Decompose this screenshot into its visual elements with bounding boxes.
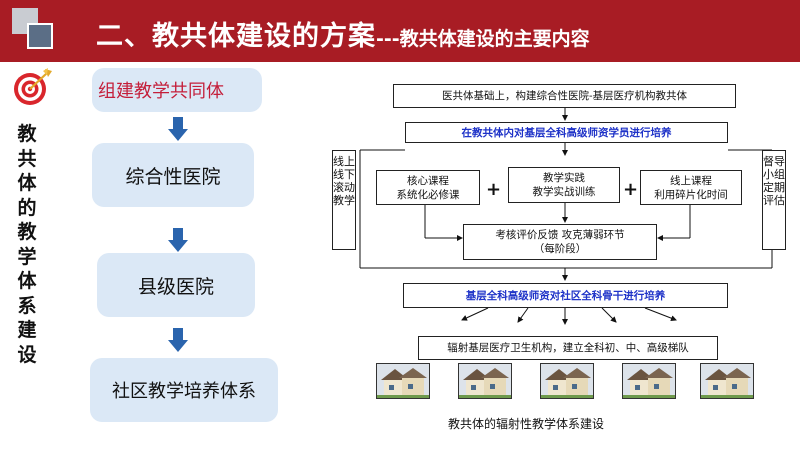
header-bar: 二、教共体建设的方案---教共体建设的主要内容 <box>0 0 800 62</box>
diagram-online-course-desc: 利用碎片化时间 <box>654 188 728 201</box>
diagram-evaluation-note: （每阶段） <box>533 243 587 255</box>
flow-item-teaching-community: 组建教学共同体 <box>92 68 262 112</box>
plus-icon: + <box>486 179 502 200</box>
arrow-down-icon <box>168 117 188 141</box>
diagram-train-box: 在教共体内对基层全科高级师资学员进行培养 <box>405 122 728 143</box>
diagram-radiate-box: 辐射基层医疗卫生机构，建立全科初、中、高级梯队 <box>418 336 718 360</box>
logo-square-front <box>27 23 53 49</box>
diagram-practice-desc: 教学实战训练 <box>532 186 596 198</box>
house-icon <box>700 363 754 399</box>
diagram-train-text: 在教共体内对基层全科高级师资学员进行培养 <box>461 126 672 139</box>
flow-item-label: 组建教学共同体 <box>98 81 224 102</box>
diagram-top-box: 医共体基础上，构建综合性医院-基层医疗机构教共体 <box>393 84 736 108</box>
flow-item-label: 综合性医院 <box>125 165 221 188</box>
side-vertical-title: 教共体的教学体系建设 <box>17 123 37 366</box>
house-icon <box>622 363 676 399</box>
flow-item-county-hospital: 县级医院 <box>97 253 255 317</box>
house-icon <box>458 363 512 399</box>
house-icon <box>540 363 594 399</box>
page-title-main: 二、教共体建设的方案 <box>96 21 376 52</box>
diagram-left-vertical-text: 线上线下滚动教学 <box>333 155 355 207</box>
flow-item-general-hospital: 综合性医院 <box>92 143 254 207</box>
diagram-core-course-title: 核心课程 <box>407 174 449 187</box>
diagram-evaluation-title: 考核评价反馈 攻克薄弱环节 <box>495 229 625 241</box>
diagram-practice-box: 教学实践 教学实战训练 <box>508 167 620 203</box>
flow-item-label: 县级医院 <box>137 275 214 298</box>
diagram-top-text: 医共体基础上，构建综合性医院-基层医疗机构教共体 <box>441 90 688 102</box>
arrow-down-icon <box>168 228 188 252</box>
diagram-online-course-title: 线上课程 <box>670 174 712 187</box>
target-icon <box>14 68 52 105</box>
flow-item-community-system: 社区教学培养体系 <box>90 358 278 422</box>
plus-icon: + <box>623 179 639 200</box>
page-title-sub: ---教共体建设的主要内容 <box>376 28 590 50</box>
diagram-caption: 教共体的辐射性教学体系建设 <box>448 417 605 431</box>
diagram-online-course-box: 线上课程 利用碎片化时间 <box>640 170 742 205</box>
diagram-left-vertical: 线上线下滚动教学 <box>332 150 356 250</box>
diagram-core-course-desc: 系统化必修课 <box>396 188 460 201</box>
diagram-evaluation-box: 考核评价反馈 攻克薄弱环节 （每阶段） <box>463 224 657 260</box>
diagram-right-vertical: 督导小组定期评估 <box>762 150 786 250</box>
arrow-down-icon <box>168 328 188 352</box>
diagram-core-course-box: 核心课程 系统化必修课 <box>376 170 480 205</box>
flow-item-label: 社区教学培养体系 <box>112 381 256 402</box>
diagram-radiate-text: 辐射基层医疗卫生机构，建立全科初、中、高级梯队 <box>447 342 689 354</box>
diagram-community-box: 基层全科高级师资对社区全科骨干进行培养 <box>403 283 728 308</box>
house-icon <box>376 363 430 399</box>
diagram-right-vertical-text: 督导小组定期评估 <box>763 155 785 207</box>
page-title: 二、教共体建设的方案---教共体建设的主要内容 <box>96 14 590 53</box>
diagram-community-text: 基层全科高级师资对社区全科骨干进行培养 <box>465 289 666 302</box>
diagram-practice-title: 教学实践 <box>543 172 585 184</box>
